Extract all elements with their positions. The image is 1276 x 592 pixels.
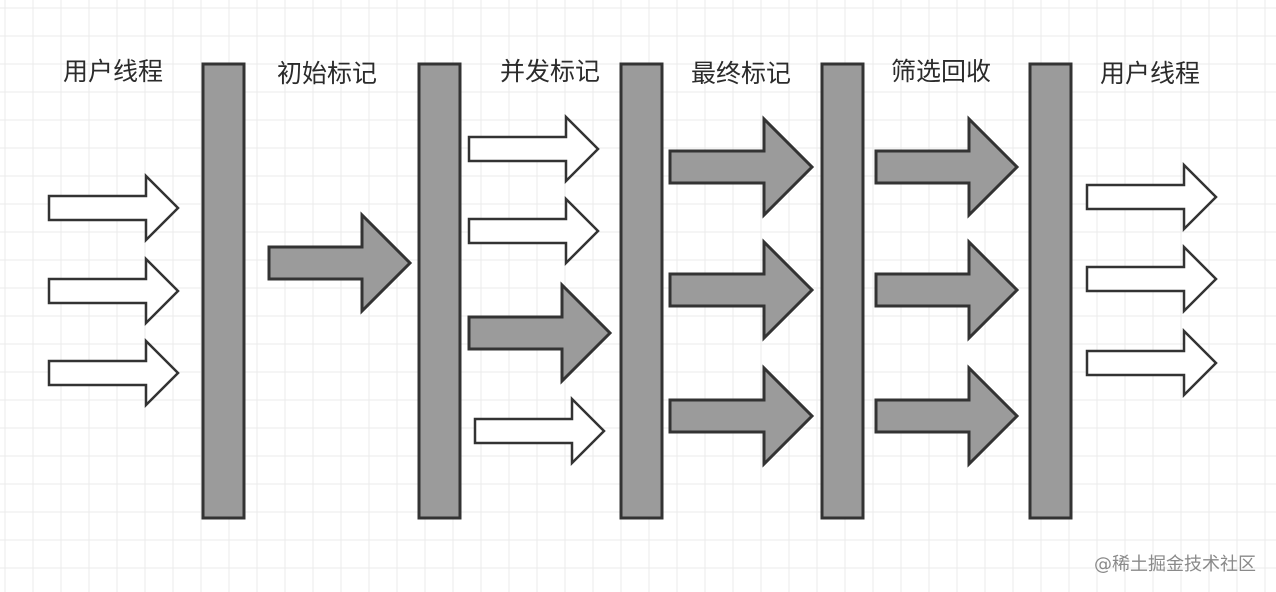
thread-arrow-final-mark-3: [668, 364, 815, 468]
thread-arrow-user-start-1: [47, 172, 180, 244]
phase-label-final-mark: 最终标记: [691, 59, 791, 88]
phase-label-user-threads-end: 用户线程: [1100, 59, 1200, 88]
safepoint-bar-2: [417, 62, 462, 520]
thread-arrow-user-end-1: [1085, 161, 1218, 233]
thread-arrow-concurrent-mark-1: [467, 113, 600, 185]
phase-label-user-threads-start: 用户线程: [63, 57, 163, 86]
safepoint-bar-5: [1028, 62, 1073, 520]
safepoint-barriers: [201, 62, 1073, 520]
thread-arrow-final-mark-1: [668, 115, 815, 219]
thread-arrow-evacuation-2: [874, 238, 1020, 342]
thread-arrows: [47, 113, 1218, 468]
thread-arrow-concurrent-mark-3: [467, 281, 613, 385]
thread-arrow-user-start-2: [47, 255, 180, 327]
thread-arrow-evacuation-3: [874, 364, 1020, 468]
watermark: @稀土掘金技术社区: [1094, 554, 1256, 575]
thread-arrow-user-end-2: [1085, 243, 1218, 315]
phase-label-concurrent-mark: 并发标记: [500, 57, 600, 86]
thread-arrow-evacuation-1: [874, 115, 1020, 219]
thread-arrow-final-mark-2: [668, 238, 815, 342]
thread-arrow-concurrent-mark-4: [473, 395, 606, 467]
thread-arrow-user-end-3: [1085, 327, 1218, 399]
thread-arrow-user-start-3: [47, 337, 180, 409]
phase-label-initial-mark: 初始标记: [277, 59, 377, 88]
thread-arrow-concurrent-mark-2: [467, 195, 600, 267]
safepoint-bar-1: [201, 62, 246, 520]
phase-label-live-data-counting-evacuation: 筛选回收: [891, 57, 991, 86]
thread-arrow-initial-mark: [267, 211, 413, 315]
safepoint-bar-3: [619, 62, 664, 520]
safepoint-bar-4: [820, 62, 865, 520]
